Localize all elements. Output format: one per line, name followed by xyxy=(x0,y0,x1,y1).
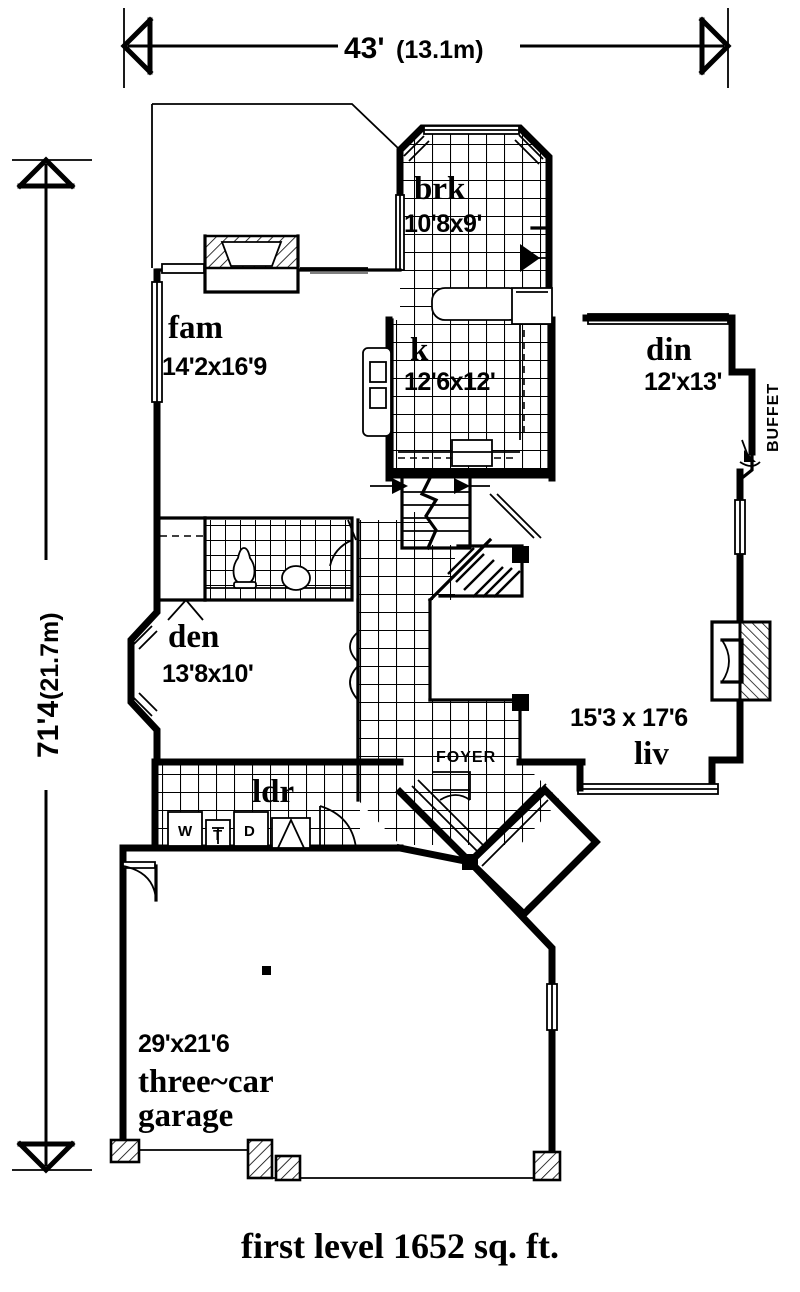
room-label-den: den xyxy=(168,619,219,655)
room-label-garage-line1: three~car xyxy=(138,1064,274,1100)
room-label-liv: liv xyxy=(634,736,669,772)
room-label-garage-line2: garage xyxy=(138,1098,233,1134)
room-size-din: 12'x13' xyxy=(644,368,722,396)
room-label-fam: fam xyxy=(168,310,223,346)
plan-caption: first level 1652 sq. ft. xyxy=(241,1226,559,1266)
garage-walls xyxy=(109,843,562,1182)
washer-label: W xyxy=(178,823,193,840)
staircase xyxy=(370,475,542,603)
room-size-k: 12'6x12' xyxy=(404,368,495,396)
width-dimension-feet: 43' xyxy=(344,32,385,65)
buffet-label: BUFFET xyxy=(765,383,782,452)
breakfast-nook-walls xyxy=(395,124,553,324)
room-label-din: din xyxy=(646,332,692,368)
dining-room-walls: BUFFET xyxy=(582,313,782,481)
room-size-liv: 15'3 x 17'6 xyxy=(570,704,688,732)
room-labels: brk 10'8x9' k 12'6x12' fam 14'2x16'9 din… xyxy=(138,171,722,1134)
height-dimension-feet: 71'4 xyxy=(32,700,65,758)
room-size-fam: 14'2x16'9 xyxy=(162,353,267,381)
powder-room-fixtures xyxy=(155,516,357,602)
family-room-walls xyxy=(151,103,402,524)
room-size-garage: 29'x21'6 xyxy=(138,1030,229,1058)
room-label-k: k xyxy=(410,332,429,368)
toilet-label: T xyxy=(213,827,222,844)
room-label-ldr: ldr xyxy=(252,774,294,810)
height-dimension-meters: (21.7m) xyxy=(36,612,64,700)
overall-width-dimension: 43' (13.1m) xyxy=(120,8,732,88)
room-size-brk: 10'8x9' xyxy=(404,210,482,238)
living-room-walls xyxy=(516,468,772,795)
room-label-brk: brk xyxy=(414,171,466,207)
kitchen-walls-and-fixtures xyxy=(362,287,556,482)
dryer-label: D xyxy=(244,823,255,840)
room-size-den: 13'8x10' xyxy=(162,660,253,688)
overall-height-dimension: 71'4 (21.7m) xyxy=(12,156,92,1174)
foyer-label: FOYER xyxy=(436,749,496,766)
laundry-room: W T D xyxy=(119,758,404,852)
width-dimension-meters: (13.1m) xyxy=(396,36,484,64)
